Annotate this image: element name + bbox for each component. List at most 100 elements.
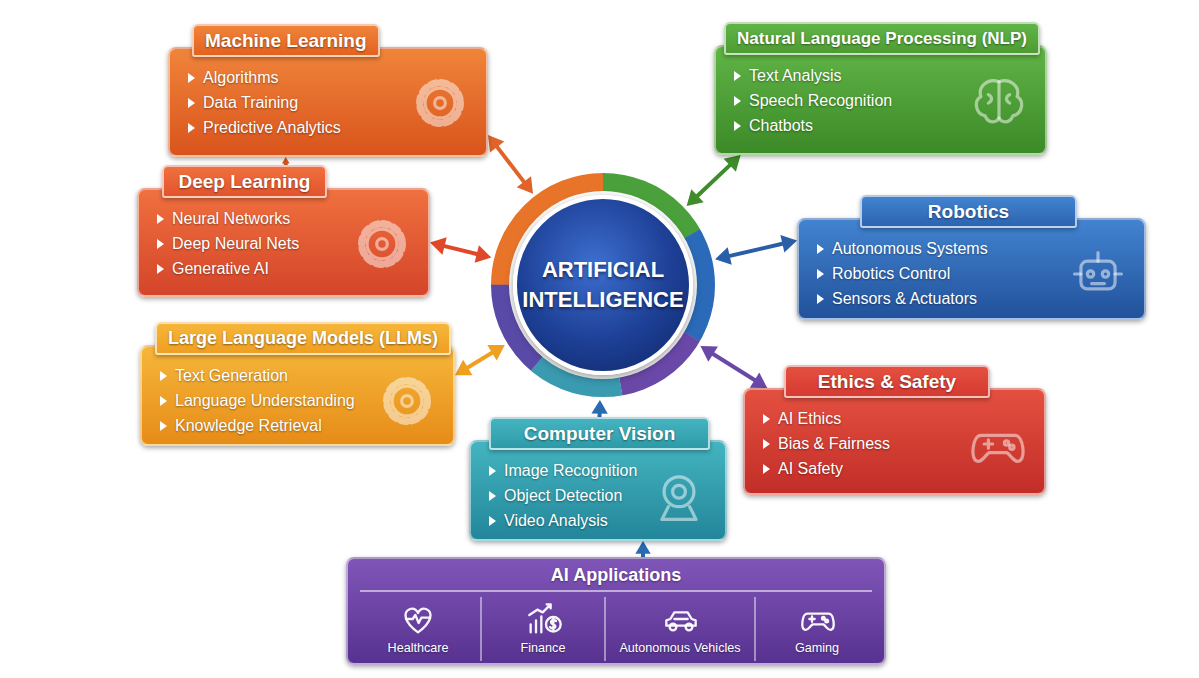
- arrow-head: [635, 541, 650, 554]
- item-list: Image RecognitionObject DetectionVideo A…: [487, 458, 637, 533]
- item-list: Text AnalysisSpeech RecognitionChatbots: [732, 63, 892, 138]
- center-title: ARTIFICIAL INTELLIGENCE: [519, 255, 687, 315]
- bullet-item: Neural Networks: [155, 206, 299, 231]
- bullet-item: Object Detection: [487, 483, 637, 508]
- center-circle: ARTIFICIAL INTELLIGENCE: [513, 195, 693, 375]
- bullet-item: Generative AI: [155, 256, 299, 281]
- icon: [647, 464, 711, 528]
- topic-box: Ethics & SafetyAI EthicsBias & FairnessA…: [743, 388, 1046, 495]
- heading-tab: Machine Learning: [192, 24, 380, 57]
- topic-box: Computer VisionImage RecognitionObject D…: [469, 440, 727, 541]
- topic-box: Natural Language Processing (NLP)Text An…: [714, 45, 1047, 155]
- arrow-head: [487, 345, 504, 360]
- arrow-head: [591, 400, 607, 414]
- icon: [408, 71, 472, 135]
- icon: [661, 599, 701, 639]
- heading-text: Robotics: [928, 201, 1009, 223]
- heading-text: Deep Learning: [179, 171, 311, 193]
- connector-line: [497, 146, 525, 183]
- bullet-item: Language Understanding: [158, 388, 355, 413]
- topic-box: Large Language Models (LLMs)Text Generat…: [140, 345, 455, 446]
- heading-text: Ethics & Safety: [818, 371, 956, 393]
- bullet-item: Speech Recognition: [732, 88, 892, 113]
- arrow-head: [700, 346, 717, 362]
- connector-line: [712, 354, 755, 381]
- topic-box: RoboticsAutonomous SystemsRobotics Contr…: [797, 218, 1146, 320]
- bullet-item: Knowledge Retrieval: [158, 413, 355, 438]
- bullet-item: Image Recognition: [487, 458, 637, 483]
- bullet-item: AI Safety: [761, 456, 890, 481]
- connector: [455, 345, 505, 375]
- arrow-head: [475, 245, 492, 262]
- item-list: Autonomous SystemsRobotics ControlSensor…: [815, 236, 988, 311]
- application-cell: Gaming: [754, 597, 878, 661]
- topic-box: Deep LearningNeural NetworksDeep Neural …: [137, 188, 430, 297]
- bullet-item: Algorithms: [186, 65, 341, 90]
- heading-tab: Computer Vision: [489, 417, 710, 450]
- application-label: Healthcare: [356, 640, 480, 657]
- connector: [700, 346, 767, 388]
- arrow-head: [780, 235, 797, 253]
- connector-line: [697, 165, 731, 197]
- arrow-head: [687, 189, 704, 206]
- application-cell: Healthcare: [356, 597, 480, 661]
- icon: [966, 412, 1030, 476]
- ring-edge: [490, 172, 716, 398]
- heading-text: Machine Learning: [205, 30, 367, 52]
- arrow-head: [455, 360, 472, 375]
- bullet-item: Autonomous Systems: [815, 236, 988, 261]
- heading-tab: Natural Language Processing (NLP): [724, 22, 1040, 55]
- application-label: Gaming: [756, 640, 878, 657]
- item-list: AlgorithmsData TrainingPredictive Analyt…: [186, 65, 341, 140]
- connector: [715, 235, 797, 265]
- bullet-item: Text Generation: [158, 363, 355, 388]
- heading-text: Computer Vision: [524, 423, 676, 445]
- arrow-head: [282, 157, 290, 163]
- ring-edge: [510, 192, 696, 378]
- icon: [1066, 242, 1130, 306]
- bullet-item: Text Analysis: [732, 63, 892, 88]
- icon: [967, 69, 1031, 133]
- bullet-item: Chatbots: [732, 113, 892, 138]
- ring-segments: [458, 140, 748, 430]
- icon: [350, 212, 414, 276]
- bullet-item: Sensors & Actuators: [815, 286, 988, 311]
- bullet-item: AI Ethics: [761, 406, 890, 431]
- arrow-head: [430, 237, 447, 254]
- arrow-head: [715, 247, 732, 265]
- heading-tab: Deep Learning: [162, 165, 327, 198]
- bullet-item: Deep Neural Nets: [155, 231, 299, 256]
- application-label: Autonomous Vehicles: [606, 640, 754, 657]
- bullet-item: Bias & Fairness: [761, 431, 890, 456]
- arrow-head: [750, 372, 767, 388]
- connector: [488, 135, 533, 194]
- applications-title: AI Applications: [360, 564, 872, 586]
- application-cell: Finance: [480, 597, 604, 661]
- connector-line: [729, 244, 784, 257]
- heading-text: Natural Language Processing (NLP): [737, 29, 1027, 49]
- bullet-item: Predictive Analytics: [186, 115, 341, 140]
- item-list: AI EthicsBias & FairnessAI Safety: [761, 406, 890, 481]
- topic-box: Machine LearningAlgorithmsData TrainingP…: [168, 47, 488, 157]
- connector: [687, 155, 741, 206]
- icon: [524, 599, 564, 639]
- bullet-item: Data Training: [186, 90, 341, 115]
- icon: [798, 599, 838, 639]
- arrow-head: [517, 176, 533, 193]
- connector-line: [444, 246, 478, 254]
- connector: [282, 157, 290, 165]
- connector: [635, 541, 650, 557]
- arrow-head: [488, 135, 504, 152]
- icon: [375, 369, 439, 433]
- bullet-item: Video Analysis: [487, 508, 637, 533]
- heading-tab: Ethics & Safety: [784, 365, 990, 398]
- heading-tab: Large Language Models (LLMs): [155, 322, 451, 355]
- heading-text: Large Language Models (LLMs): [168, 328, 438, 349]
- connector: [591, 400, 607, 417]
- title-rule: [360, 590, 872, 592]
- connector-line: [467, 352, 493, 368]
- bullet-item: Robotics Control: [815, 261, 988, 286]
- connector: [430, 237, 491, 262]
- item-list: Text GenerationLanguage UnderstandingKno…: [158, 363, 355, 438]
